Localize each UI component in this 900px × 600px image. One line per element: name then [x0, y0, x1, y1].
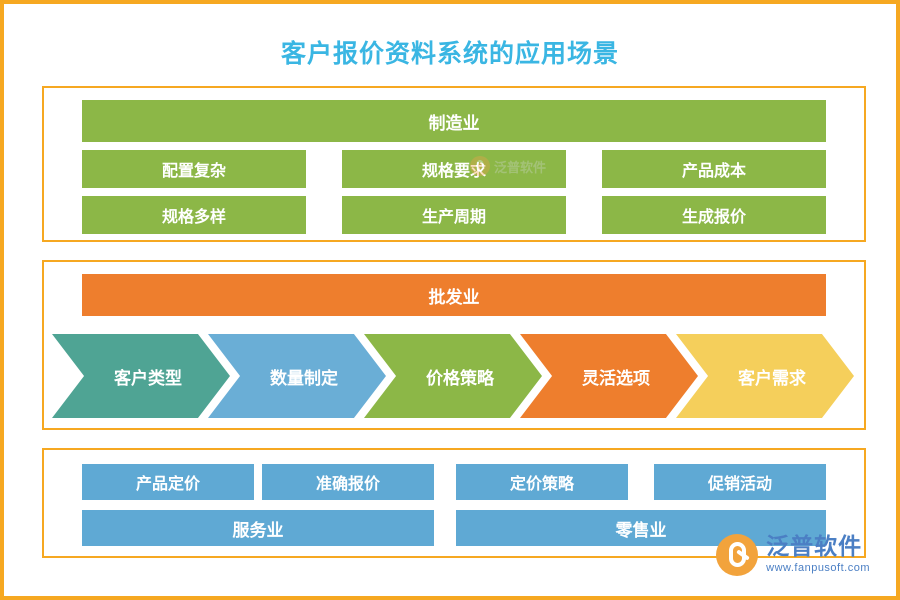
- retail-category: 服务业: [82, 510, 434, 546]
- retail-item: 促销活动: [654, 464, 826, 500]
- wholesale-step: 客户需求: [676, 334, 854, 418]
- brand-mark-icon: [716, 534, 759, 576]
- retail-category: 零售业: [456, 510, 826, 546]
- manufacturing-header: 制造业: [82, 100, 826, 142]
- retail-item: 产品定价: [82, 464, 254, 500]
- retail-item: 定价策略: [456, 464, 628, 500]
- brand-name: 泛普软件: [766, 533, 863, 560]
- wholesale-step: 价格策略: [364, 334, 542, 418]
- wholesale-step-row: 客户类型 数量制定 价格策略 灵活选项 客户需求: [52, 334, 858, 418]
- wholesale-header: 批发业: [82, 274, 826, 316]
- brand-url: www.fanpusoft.com: [766, 562, 870, 574]
- brand-logo: 泛普软件 www.fanpusoft.com: [716, 534, 870, 576]
- manufacturing-cell: 规格要求: [342, 150, 566, 188]
- manufacturing-cell: 生产周期: [342, 196, 566, 234]
- brand-text: 泛普软件 www.fanpusoft.com: [766, 534, 870, 576]
- manufacturing-cell: 配置复杂: [82, 150, 306, 188]
- page-title: 客户报价资料系统的应用场景: [280, 40, 619, 68]
- wholesale-step: 数量制定: [208, 334, 386, 418]
- retail-item: 准确报价: [262, 464, 434, 500]
- manufacturing-cell: 规格多样: [82, 196, 306, 234]
- wholesale-step: 灵活选项: [520, 334, 698, 418]
- wholesale-step: 客户类型: [52, 334, 230, 418]
- manufacturing-cell: 生成报价: [602, 196, 826, 234]
- manufacturing-cell: 产品成本: [602, 150, 826, 188]
